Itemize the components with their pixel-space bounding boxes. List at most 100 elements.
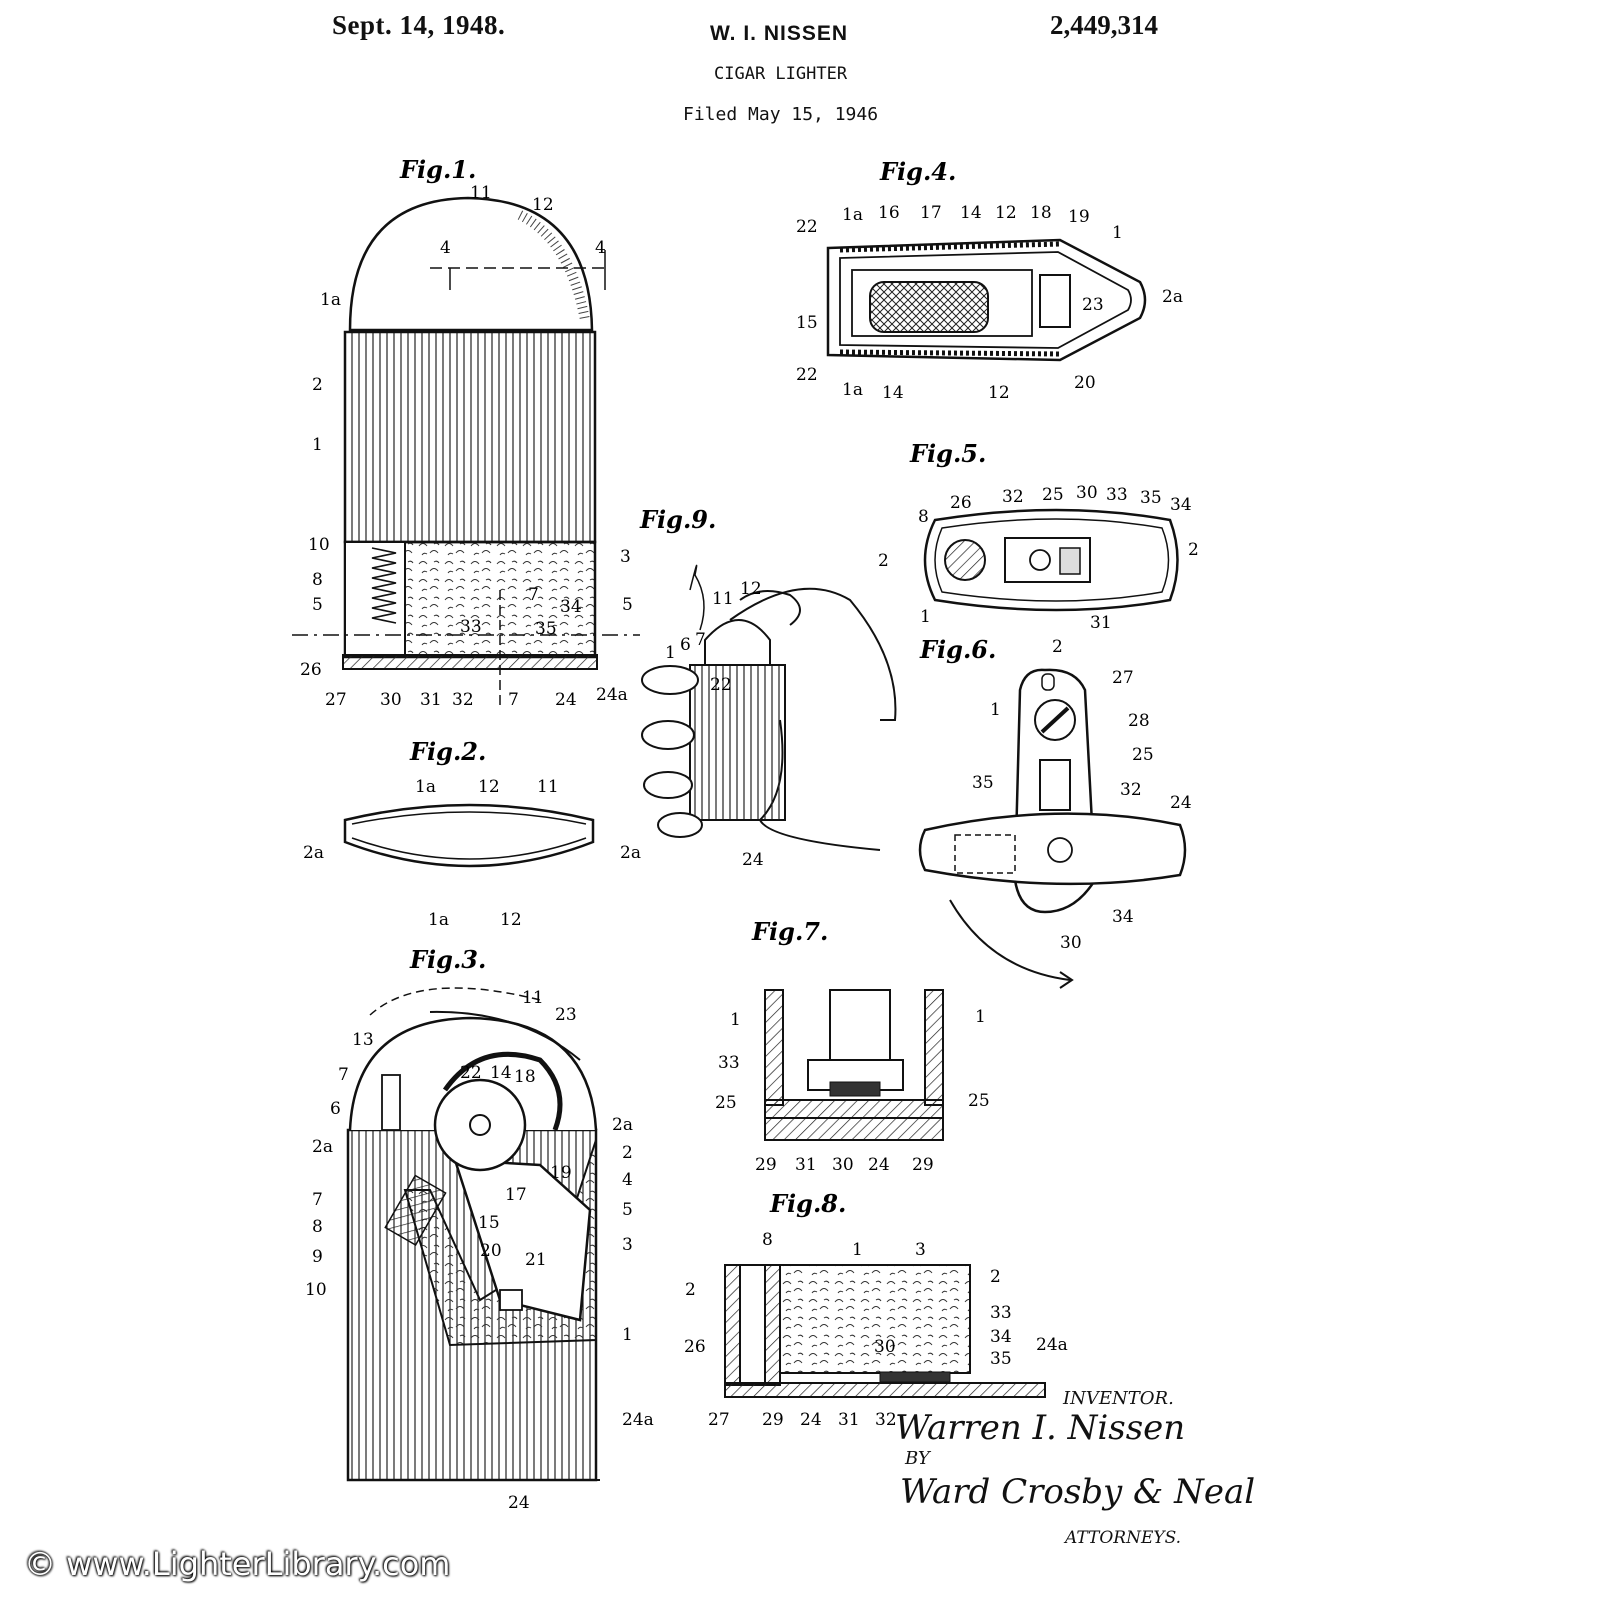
ref-13: 13 — [352, 1030, 374, 1050]
ref-24a: 24a — [1036, 1335, 1068, 1355]
ref-35: 35 — [535, 619, 557, 639]
ref-1: 1 — [1112, 223, 1123, 243]
ref-12: 12 — [532, 195, 554, 215]
figure-4: Fig.4. 22 1a 16 17 14 12 18 19 1 2a 23 1… — [796, 157, 1183, 403]
ref-1a: 1a — [842, 380, 863, 400]
ref-31: 31 — [1090, 613, 1112, 633]
ref-6: 6 — [680, 635, 691, 655]
figure-2: Fig.2. 1a 12 11 2a 2a 1a 12 — [303, 737, 641, 930]
figure-3: Fig.3. 11 23 13 22 14 18 7 6 2a 2a 2 19 … — [305, 945, 654, 1513]
ref-22: 22 — [796, 365, 818, 385]
ref-1: 1 — [990, 700, 1001, 720]
figure-1: Fig.1. 11 12 4 4 1a 2 1 10 8 3 7 5 5 34 … — [292, 155, 640, 710]
by-label: BY — [905, 1448, 930, 1469]
ref-34: 34 — [990, 1327, 1012, 1347]
ref-18: 18 — [1030, 203, 1052, 223]
inventor-signature: Warren I. Nissen — [895, 1408, 1186, 1448]
ref-23: 23 — [1082, 295, 1104, 315]
ref-2: 2 — [312, 375, 323, 395]
fig6-rotation-arrow — [949, 899, 1071, 981]
ref-19: 19 — [1068, 207, 1090, 227]
ref-15: 15 — [796, 313, 818, 333]
fig3-lever — [453, 1158, 592, 1322]
ref-5: 5 — [622, 1200, 633, 1220]
ref-20: 20 — [480, 1241, 502, 1261]
ref-3: 3 — [620, 547, 631, 567]
ref-20: 20 — [1074, 373, 1096, 393]
ref-17: 17 — [920, 203, 942, 223]
watermark-link[interactable]: © www.LighterLibrary.com — [24, 1545, 451, 1583]
filed-date: Filed May 15, 1946 — [683, 104, 879, 125]
fig8-base-plate — [724, 1382, 1046, 1398]
fig3-spring-arm — [442, 1051, 563, 1131]
ref-23: 23 — [555, 1005, 577, 1025]
ref-33: 33 — [1106, 485, 1128, 505]
ref-7: 7 — [312, 1190, 323, 1210]
ref-19: 19 — [550, 1163, 572, 1183]
ref-24: 24 — [800, 1410, 822, 1430]
inventor-label: INVENTOR. — [1063, 1388, 1174, 1409]
ref-30: 30 — [874, 1337, 896, 1357]
patent-number: 2,449,314 — [1050, 10, 1158, 40]
ref-35: 35 — [972, 773, 994, 793]
ref-33: 33 — [718, 1053, 740, 1073]
fig9-label: Fig.9. — [639, 505, 716, 534]
ref-1: 1 — [312, 435, 323, 455]
figure-5: Fig.5. 8 26 32 25 30 33 35 34 2 2 1 31 — [878, 439, 1199, 633]
ref-1: 1 — [730, 1010, 741, 1030]
ref-33: 33 — [990, 1303, 1012, 1323]
fig3-rotation-arrow — [429, 1010, 581, 1061]
ref-31: 31 — [795, 1155, 817, 1175]
ref-12: 12 — [478, 777, 500, 797]
fig7-wick-tube — [829, 989, 891, 1066]
ref-2a: 2a — [312, 1137, 333, 1157]
ref-2: 2 — [685, 1280, 696, 1300]
attorneys-label: ATTORNEYS. — [1065, 1528, 1182, 1548]
ref-10: 10 — [308, 535, 330, 555]
fig3-cap — [348, 1016, 598, 1131]
fig9-lighter — [689, 664, 786, 821]
ref-5: 5 — [622, 595, 633, 615]
ref-28: 28 — [1128, 711, 1150, 731]
ref-22: 22 — [710, 675, 732, 695]
ref-32: 32 — [1120, 780, 1142, 800]
figure-8: Fig.8. 8 1 3 2 2 33 34 24a 35 30 26 27 2… — [684, 1189, 1068, 1430]
ref-25: 25 — [1042, 485, 1064, 505]
fig1-body — [343, 330, 597, 544]
fig5-label: Fig.5. — [909, 439, 986, 468]
ref-27: 27 — [1112, 668, 1134, 688]
ref-25: 25 — [968, 1091, 990, 1111]
ref-2: 2 — [622, 1143, 633, 1163]
figure-6: Fig.6. 2 27 1 28 25 35 32 24 34 30 — [918, 635, 1192, 989]
patent-date: Sept. 14, 1948. — [332, 10, 506, 40]
fig1-dome-cap — [348, 196, 594, 332]
ref-32: 32 — [1002, 487, 1024, 507]
ref-30: 30 — [380, 690, 402, 710]
ref-12: 12 — [988, 383, 1010, 403]
ref-9: 9 — [312, 1247, 323, 1267]
ref-30: 30 — [832, 1155, 854, 1175]
ref-26: 26 — [950, 493, 972, 513]
ref-26: 26 — [684, 1337, 706, 1357]
ref-35: 35 — [990, 1349, 1012, 1369]
fig9-hand-thumb — [729, 587, 897, 721]
ref-25: 25 — [1132, 745, 1154, 765]
ref-24a: 24a — [596, 685, 628, 705]
ref-29: 29 — [755, 1155, 777, 1175]
ref-11: 11 — [522, 988, 544, 1008]
fig3-label: Fig.3. — [409, 945, 486, 974]
fig9-flame — [689, 564, 705, 631]
ref-3: 3 — [622, 1235, 633, 1255]
fig7-label: Fig.7. — [751, 917, 828, 946]
ref-30: 30 — [1060, 933, 1082, 953]
ref-1: 1 — [975, 1007, 986, 1027]
ref-12: 12 — [740, 579, 762, 599]
ref-22: 22 — [796, 217, 818, 237]
ref-14: 14 — [882, 383, 904, 403]
ref-1: 1 — [622, 1325, 633, 1345]
ref-2a: 2a — [303, 843, 324, 863]
ref-1: 1 — [920, 607, 931, 627]
ref-5: 5 — [312, 595, 323, 615]
ref-11: 11 — [712, 589, 734, 609]
